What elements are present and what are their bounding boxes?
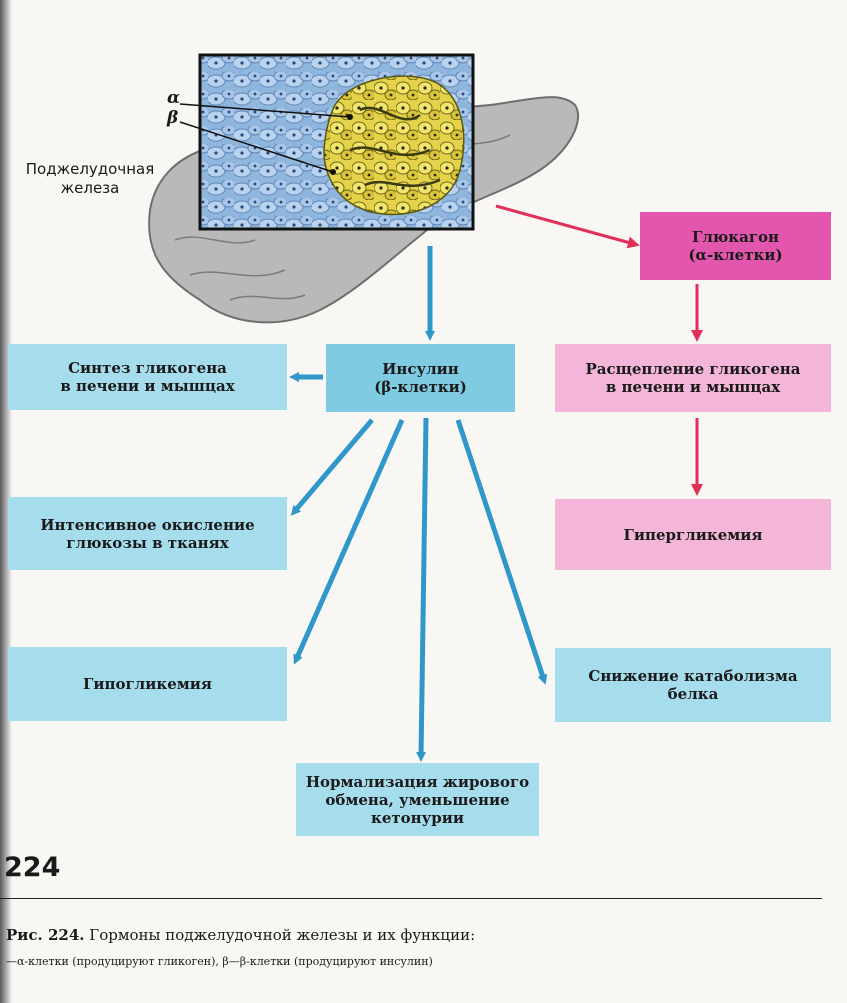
pancreas-label: Поджелудочная железа [25,160,155,197]
arrow-insulin-to-hypoglycemia [293,418,405,665]
beta-cell-label: β [167,108,179,128]
glucagon-box: Глюкагон (α-клетки) [640,212,831,280]
alpha-cell-label: α [167,88,181,108]
arrow-insulin-to-fat-metabolism [416,417,429,762]
hyperglycemia-box: Гипергликемия [555,499,831,570]
arrow-insulin-to-oxidation [290,418,374,516]
hypoglycemia-box: Гипогликемия [8,647,287,721]
figure-caption: Рис. 224. Гормоны поджелудочной железы и… [6,926,826,944]
beta-pointer [179,121,334,173]
beta-pointer-dot [330,169,336,175]
fat-metabolism-box: Нормализация жирового обмена, уменьшение… [296,763,539,836]
arrow-to-glucagon [495,204,640,249]
caption-rule [0,898,822,899]
islet-magnification [198,53,475,231]
alpha-pointer [179,103,351,118]
glycogen-synthesis-box: Синтез гликогена в печени и мышцах [8,344,287,410]
caption-number: Рис. 224. [6,926,85,944]
protein-catabolism-box: Снижение катаболизма белка [555,648,831,722]
scan-edge-shadow [0,0,12,1003]
caption-text: Гормоны поджелудочной железы и их функци… [84,926,476,944]
page-number: 224 [4,852,61,883]
glycogen-breakdown-box: Расщепление гликогена в печени и мышцах [555,344,831,412]
arrow-insulin-to-protein [455,419,548,685]
caption-legend: —α-клетки (продуцируют гликоген), β—β-кл… [6,955,433,968]
insulin-box: Инсулин (β-клетки) [326,344,515,412]
alpha-pointer-dot [347,114,353,120]
glucose-oxidation-box: Интенсивное окисление глюкозы в тканях [8,497,287,570]
